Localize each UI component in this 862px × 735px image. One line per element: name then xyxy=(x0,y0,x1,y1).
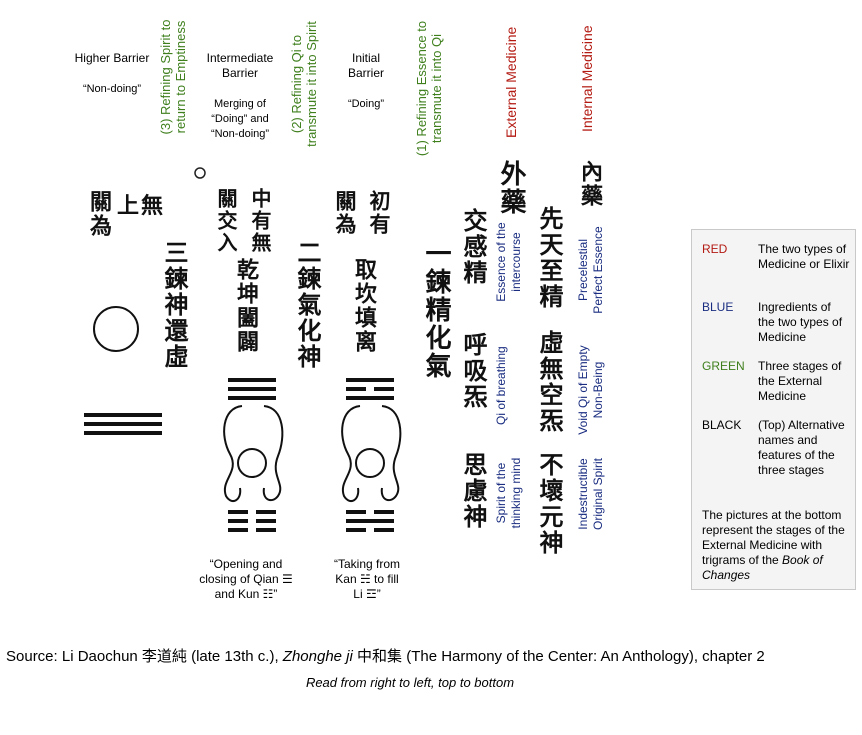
taking-kan-caption: “Taking from Kan ☵ to fill Li ☲” xyxy=(333,557,401,601)
external-medicine-label: External Medicine xyxy=(503,26,519,138)
source-title: Zhonghe ji xyxy=(282,648,353,665)
trigram-line xyxy=(346,396,394,400)
cjk-guan-initial: 關為 xyxy=(333,190,358,236)
legend-box: RED The two types of Medicine or Elixir … xyxy=(691,229,856,590)
trigram-line xyxy=(346,387,366,391)
trigram-line xyxy=(374,528,394,532)
trigram-line xyxy=(346,528,366,532)
spirit-thinking-label: Spirit of the thinking mind xyxy=(494,453,524,533)
void-qi-label: Void Qi of Empty Non-Being xyxy=(576,337,606,443)
legend-key-blue: BLUE xyxy=(702,300,734,314)
intermediate-barrier-header: Intermediate Barrier Merging of “Doing” … xyxy=(197,51,283,142)
essence-intercourse-label: Essence of the intercourse xyxy=(494,212,524,312)
cjk-wai-yao: 外藥 xyxy=(496,160,526,216)
cycle-path xyxy=(380,405,402,502)
legend-value-blue: Ingredients of the two types of Medicine xyxy=(758,300,843,344)
legend-value-red: The two types of Medicine or Elixir xyxy=(758,242,850,271)
cjk-lian1: 一鍊精化氣 xyxy=(421,240,451,380)
intermediate-barrier-label: Intermediate Barrier xyxy=(206,51,274,80)
trigram-line xyxy=(84,422,162,426)
original-spirit-label: Indestructible Original Spirit xyxy=(576,453,606,535)
trigram-line xyxy=(256,528,276,532)
cjk-guan-middle: 關交入 xyxy=(214,188,238,254)
cycle-path xyxy=(223,405,243,503)
trigram-line xyxy=(374,387,394,391)
higher-barrier-label: Higher Barrier xyxy=(74,51,150,65)
doing-label: “Doing” xyxy=(347,98,385,110)
qian-kun-diagram xyxy=(223,378,284,532)
cjk-xuwu-qi: 虛無空炁 xyxy=(535,330,564,434)
cycle-path xyxy=(341,405,361,503)
cjk-nei-yao: 內藥 xyxy=(577,160,603,208)
original-spirit-text: Indestructible Original Spirit xyxy=(576,457,605,531)
stage-3-label: (3) Refining Spirit to return to Emptine… xyxy=(158,11,188,143)
cjk-top-middle: 中有無 xyxy=(248,188,272,254)
legend-note-text: The pictures at the bottom represent the… xyxy=(702,508,845,567)
cjk-lian2: 二鍊氣化神 xyxy=(293,240,322,370)
trigram-line xyxy=(228,378,276,382)
cjk-lian3: 三鍊神還虛 xyxy=(160,240,189,370)
initial-barrier-header: Initial Barrier “Doing” xyxy=(336,51,396,112)
source-citation: Source: Li Daochun 李道純 (late 13th c.), Z… xyxy=(6,648,856,666)
legend-key-red: RED xyxy=(702,242,728,256)
legend-value-green: Three stages of the External Medicine xyxy=(758,359,842,403)
precelestial-text: Precelestial Perfect Essence xyxy=(576,226,605,314)
kan-li-diagram xyxy=(341,378,402,532)
legend-key-green: GREEN xyxy=(702,359,745,373)
trigram-line xyxy=(346,519,394,523)
stage-2-label: (2) Refining Qi to transmute it into Spi… xyxy=(289,11,319,157)
legend-key-black: BLACK xyxy=(702,418,742,432)
small-circle-icon xyxy=(194,167,206,179)
reading-note-text: Read from right to left, top to bottom xyxy=(305,675,515,690)
emptiness-circle-icon xyxy=(93,306,139,352)
trigram-line xyxy=(228,510,248,514)
cjk-kan-li: 取坎填离 xyxy=(351,258,377,354)
stage-1-text: (1) Refining Essence to transmute it int… xyxy=(414,20,444,157)
qi-breathing-label: Qi of breathing xyxy=(494,346,508,425)
non-doing-label: “Non-doing” xyxy=(82,83,142,95)
cjk-xiantian-jing: 先天至精 xyxy=(535,206,564,310)
merging-label: Merging of “Doing” and “Non-doing” xyxy=(210,98,270,140)
trigram-line xyxy=(374,510,394,514)
trigram-line xyxy=(256,510,276,514)
trigram-line xyxy=(84,431,162,435)
cjk-guan-higher: 關為 xyxy=(86,190,112,238)
stage-2-text: (2) Refining Qi to transmute it into Spi… xyxy=(289,21,319,147)
legend-note: The pictures at the bottom represent the… xyxy=(702,508,852,583)
legend-value-black: (Top) Alternative names and features of … xyxy=(758,418,845,477)
trigram-line xyxy=(346,510,366,514)
trigram-line xyxy=(84,413,162,417)
cjk-buhuai-shen: 不壞元神 xyxy=(535,452,564,556)
initial-barrier-label: Initial Barrier xyxy=(347,51,384,80)
cycle-path xyxy=(262,405,284,502)
cjk-silu-shen: 思慮神 xyxy=(459,452,488,530)
essence-intercourse-text: Essence of the intercourse xyxy=(494,222,523,302)
spirit-thinking-text: Spirit of the thinking mind xyxy=(494,457,523,529)
cjk-qian-kun: 乾坤闔闢 xyxy=(233,258,259,354)
stage-1-label: (1) Refining Essence to transmute it int… xyxy=(414,11,444,166)
internal-medicine-label: Internal Medicine xyxy=(579,25,595,132)
cjk-huxi-qi: 呼吸炁 xyxy=(459,332,488,410)
trigram-line xyxy=(228,396,276,400)
source-suffix: 中和集 (The Harmony of the Center: An Antho… xyxy=(352,648,765,665)
opening-closing-caption: “Opening and closing of Qian ☰ and Kun ☷… xyxy=(199,557,293,601)
cycle-circle xyxy=(237,448,267,478)
trigram-line xyxy=(346,378,394,382)
legend-note-book: Book of Changes xyxy=(702,553,823,582)
trigram-line xyxy=(256,519,276,523)
trigram-line xyxy=(228,528,248,532)
cjk-top-higher: 上無 xyxy=(117,193,166,219)
higher-barrier-header: Higher Barrier “Non-doing” xyxy=(72,51,152,97)
cjk-top-initial: 初有 xyxy=(367,190,392,236)
precelestial-label: Precelestial Perfect Essence xyxy=(576,220,606,320)
cjk-jiao-gan-jing: 交感精 xyxy=(459,208,488,286)
trigram-line xyxy=(228,387,276,391)
reading-note: Read from right to left, top to bottom xyxy=(210,675,610,690)
trigram-line xyxy=(228,519,248,523)
stage-3-text: (3) Refining Spirit to return to Emptine… xyxy=(158,19,188,135)
source-prefix: Source: Li Daochun 李道純 (late 13th c.), xyxy=(6,648,283,665)
void-qi-text: Void Qi of Empty Non-Being xyxy=(576,345,605,435)
cycle-circle xyxy=(355,448,385,478)
